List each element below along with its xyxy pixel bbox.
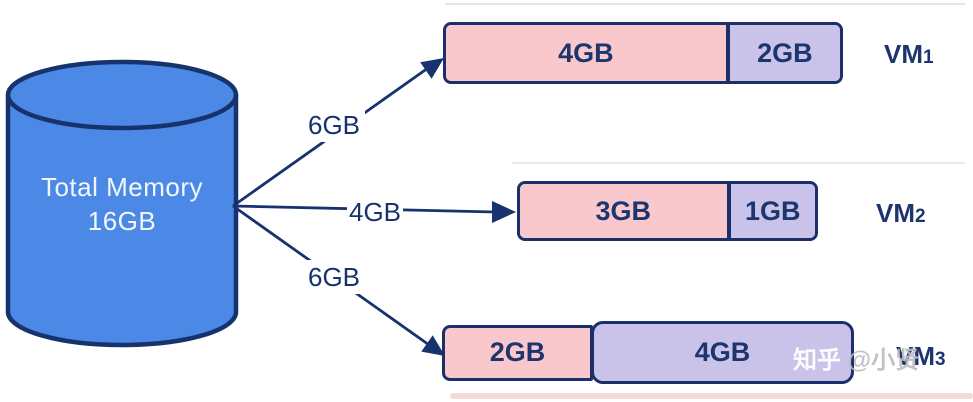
vm3-memory-bar: 2GB 4GB: [442, 321, 854, 384]
vm1-memory-bar: 4GB 2GB: [443, 22, 843, 84]
vm2-free-size: 1GB: [744, 195, 801, 226]
vm2-subscript: 2: [915, 206, 926, 227]
memory-pool-cylinder-top: [5, 59, 239, 131]
arrow-label-vm1: 6GB: [303, 108, 366, 142]
stray-stroke-top: [445, 3, 965, 5]
vm1-used-size: 4GB: [558, 37, 614, 68]
vm3-label: VM3: [896, 341, 946, 372]
arrow-label-vm2: 4GB: [347, 195, 404, 229]
vm1-name: VM: [884, 39, 923, 69]
stray-stroke-middle: [512, 162, 965, 164]
vm1-free-size: 2GB: [757, 37, 813, 68]
vm2-free-segment: 1GB: [726, 184, 815, 238]
vm2-used-segment: 3GB: [520, 184, 727, 238]
vm3-subscript: 3: [935, 349, 946, 370]
vm1-label: VM1: [884, 39, 934, 70]
vm3-used-size: 2GB: [489, 337, 546, 367]
vm3-name: VM: [896, 341, 935, 371]
arrowhead-vm1: [420, 58, 444, 79]
vm2-name: VM: [876, 198, 915, 228]
arrowhead-vm3: [421, 335, 445, 356]
vm2-memory-bar: 3GB 1GB: [517, 181, 818, 241]
memory-pool-capacity: 16GB: [87, 206, 157, 236]
vm1-used-segment: 4GB: [446, 25, 726, 81]
stray-stroke-bottom: [450, 393, 973, 399]
memory-pool-title: Total Memory: [40, 172, 204, 202]
vm3-free-size: 4GB: [694, 337, 751, 367]
vm1-subscript: 1: [923, 47, 934, 68]
memory-pool-label: Total Memory 16GB: [8, 170, 236, 238]
vm2-label: VM2: [876, 198, 926, 229]
vm1-free-segment: 2GB: [725, 25, 840, 81]
vm3-used-segment: 2GB: [442, 324, 593, 381]
vm3-free-segment: 4GB: [591, 321, 854, 384]
arrow-label-vm3: 6GB: [303, 260, 366, 294]
vm2-used-size: 3GB: [595, 195, 652, 226]
memory-pool-cylinder: [5, 95, 239, 348]
arrowhead-vm2: [492, 201, 516, 223]
